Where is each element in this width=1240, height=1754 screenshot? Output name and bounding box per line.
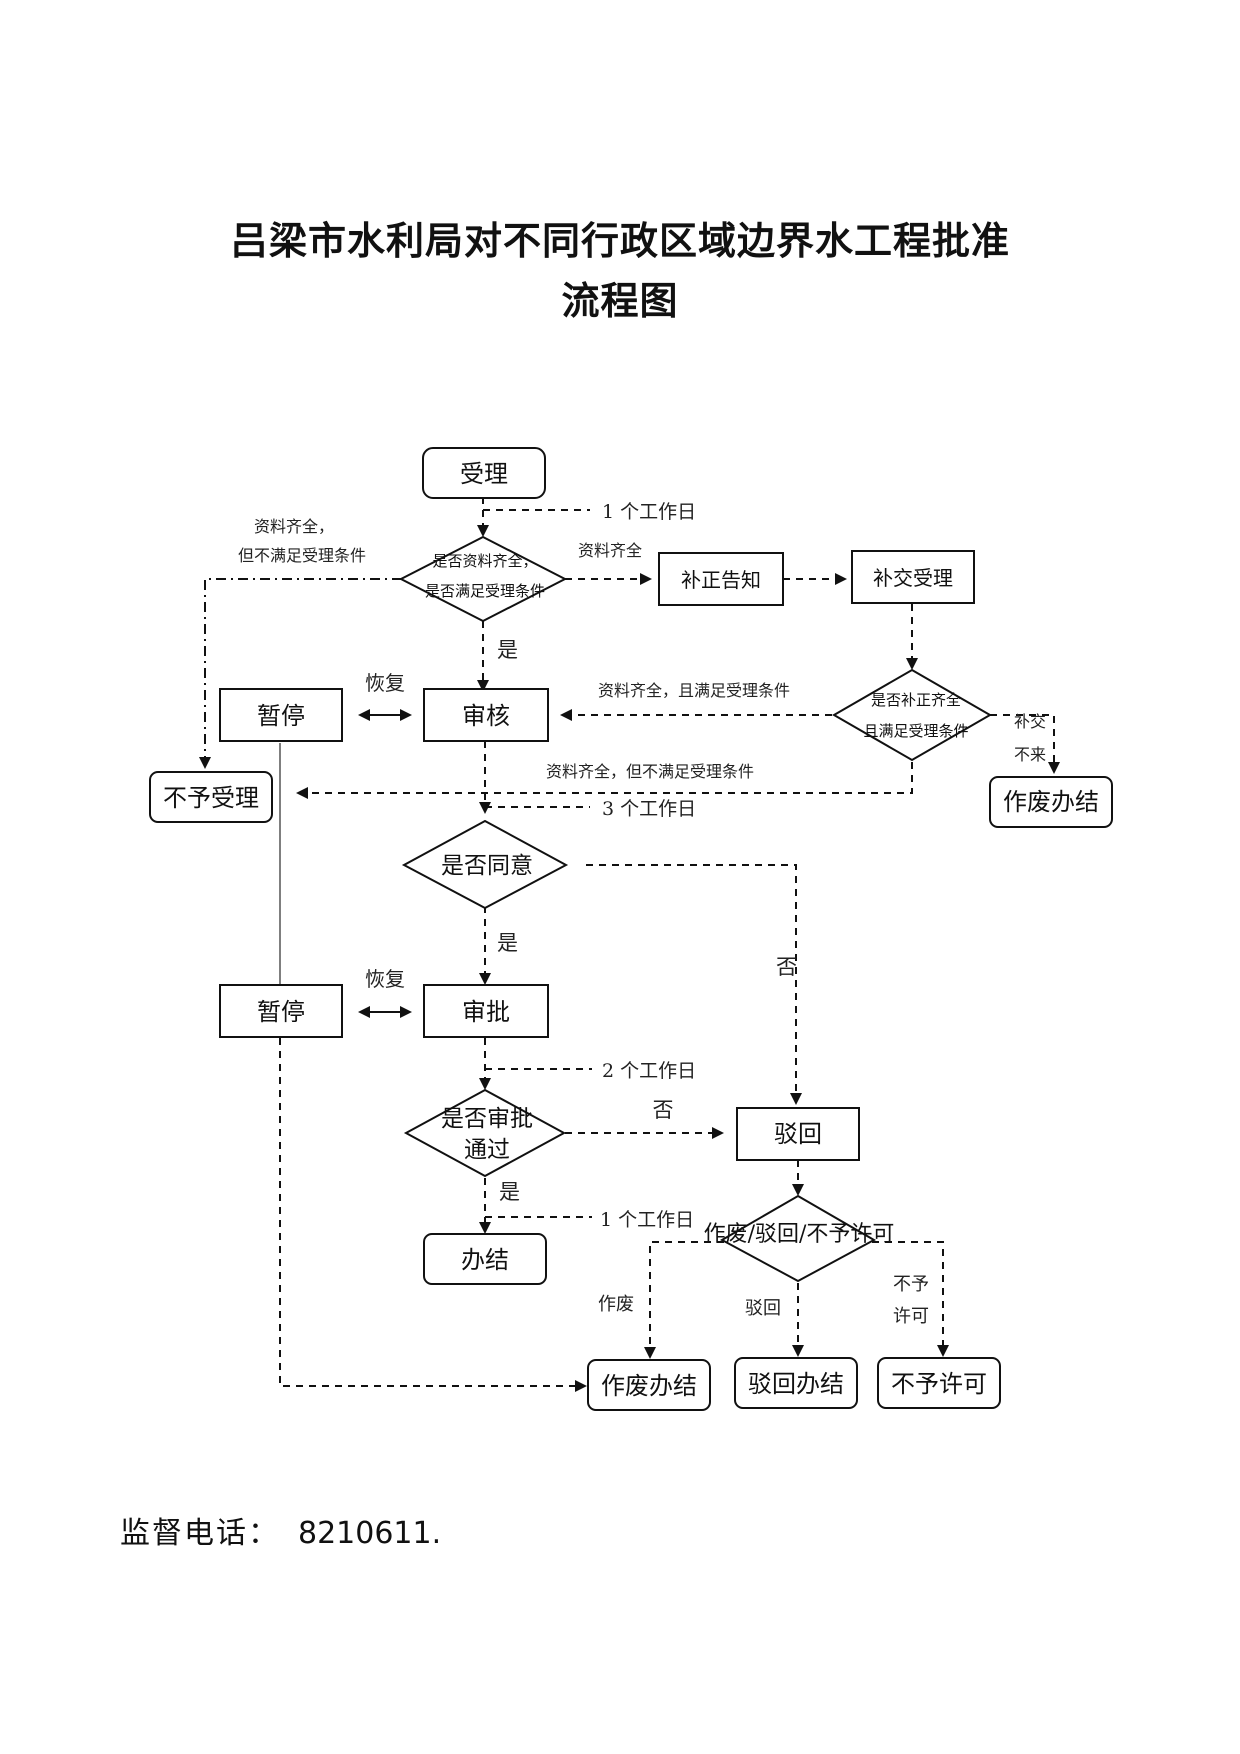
node-agree-check: 是否同意 [401, 819, 569, 910]
svg-text:不予许可: 不予许可 [891, 1370, 987, 1398]
svg-text:是否同意: 是否同意 [441, 853, 533, 879]
edge-suspend2-to-void [279, 1038, 587, 1392]
node-check-materials: 是否资料齐全， 是否满足受理条件 [398, 535, 568, 623]
node-suspend-2: 暂停 [219, 984, 343, 1038]
page-title: 吕梁市水利局对不同行政区域边界水工程批准 [229, 219, 1010, 263]
svg-text:是否满足受理条件: 是否满足受理条件 [425, 582, 545, 600]
label-no-1: 否 [776, 955, 797, 979]
svg-text:驳回办结: 驳回办结 [748, 1370, 844, 1398]
label-complete-not-meet-bottom: 资料齐全，但不满足受理条件 [546, 762, 754, 781]
svg-text:是否补正齐全: 是否补正齐全 [871, 691, 961, 709]
node-return-done: 驳回办结 [734, 1357, 858, 1409]
label-day3: 3 个工作日 [602, 798, 696, 820]
svg-text:受理: 受理 [460, 460, 508, 488]
page-subtitle: 流程图 [561, 279, 679, 323]
edge-agree-to-return [586, 864, 802, 1105]
label-yes-2: 是 [497, 931, 518, 955]
svg-text:办结: 办结 [461, 1246, 509, 1274]
svg-text:补交受理: 补交受理 [873, 566, 953, 590]
node-return: 驳回 [736, 1107, 860, 1161]
label-yes-1: 是 [497, 638, 518, 662]
node-review: 审核 [423, 688, 549, 742]
label-no-2: 否 [653, 1098, 674, 1122]
svg-text:补正告知: 补正告知 [681, 568, 761, 592]
node-void-done: 作废办结 [587, 1359, 711, 1411]
hotline-number: 8210611. [298, 1516, 442, 1551]
label-resubmit-missing-1: 补交 [1014, 712, 1046, 731]
svg-text:作废/驳回/不予许可: 作废/驳回/不予许可 [704, 1222, 895, 1247]
edge-outcome-to-nopermit [872, 1241, 949, 1357]
label-complete-right: 资料齐全 [578, 541, 642, 560]
svg-text:通过: 通过 [464, 1137, 510, 1163]
edge-outcome-to-void [644, 1241, 724, 1359]
svg-text:作废办结: 作废办结 [1003, 788, 1099, 816]
label-yes-3: 是 [499, 1180, 520, 1204]
svg-text:审核: 审核 [462, 702, 510, 730]
edges [199, 497, 1060, 1392]
label-day1-bottom: 1 个工作日 [600, 1209, 694, 1231]
label-complete-and-meet: 资料齐全，且满足受理条件 [598, 681, 790, 700]
footer-hotline: 监督电话： 8210611. [120, 1508, 441, 1552]
node-suspend-1: 暂停 [219, 688, 343, 742]
label-day2: 2 个工作日 [602, 1060, 696, 1082]
label-complete-not-meet-left-1: 资料齐全， [254, 517, 334, 536]
node-done: 办结 [423, 1233, 547, 1285]
node-notify-correction: 补正告知 [658, 552, 784, 606]
svg-text:驳回: 驳回 [774, 1120, 822, 1148]
edge-labels: 1 个工作日 资料齐全， 但不满足受理条件 资料齐全 是 恢复 资料齐全，且满足… [238, 501, 1046, 1327]
svg-text:不予受理: 不予受理 [163, 784, 259, 812]
edge-check2-to-reject [296, 762, 913, 799]
svg-text:审批: 审批 [462, 998, 510, 1026]
hotline-label: 监督电话： [120, 1516, 280, 1551]
label-resume-1: 恢复 [365, 671, 405, 695]
label-return: 驳回 [745, 1298, 781, 1319]
svg-text:作废办结: 作废办结 [601, 1372, 697, 1400]
label-resubmit-missing-2: 不来 [1014, 745, 1046, 764]
node-approve: 审批 [423, 984, 549, 1038]
label-complete-not-meet-left-2: 但不满足受理条件 [238, 546, 366, 565]
svg-text:且满足受理条件: 且满足受理条件 [863, 722, 968, 740]
label-resume-2: 恢复 [365, 967, 405, 991]
node-approve-pass-check: 是否审批 通过 [403, 1088, 567, 1178]
svg-text:是否审批: 是否审批 [441, 1106, 533, 1132]
label-day1-top: 1 个工作日 [602, 501, 696, 523]
svg-text:暂停: 暂停 [257, 702, 305, 730]
node-outcome-check: 作废/驳回/不予许可 [704, 1194, 895, 1283]
svg-text:是否资料齐全，: 是否资料齐全， [432, 552, 537, 570]
svg-text:暂停: 暂停 [257, 998, 305, 1026]
label-no-permit-1: 不予 [893, 1274, 929, 1295]
label-no-permit-2: 许可 [893, 1306, 929, 1327]
node-no-permit: 不予许可 [877, 1357, 1001, 1409]
node-check-resubmit: 是否补正齐全 且满足受理条件 [831, 668, 993, 762]
node-accept: 受理 [422, 447, 546, 499]
node-resubmit-accept: 补交受理 [851, 550, 975, 604]
node-void-done-right: 作废办结 [989, 776, 1113, 828]
label-void: 作废 [598, 1294, 634, 1315]
node-reject-accept: 不予受理 [149, 771, 273, 823]
